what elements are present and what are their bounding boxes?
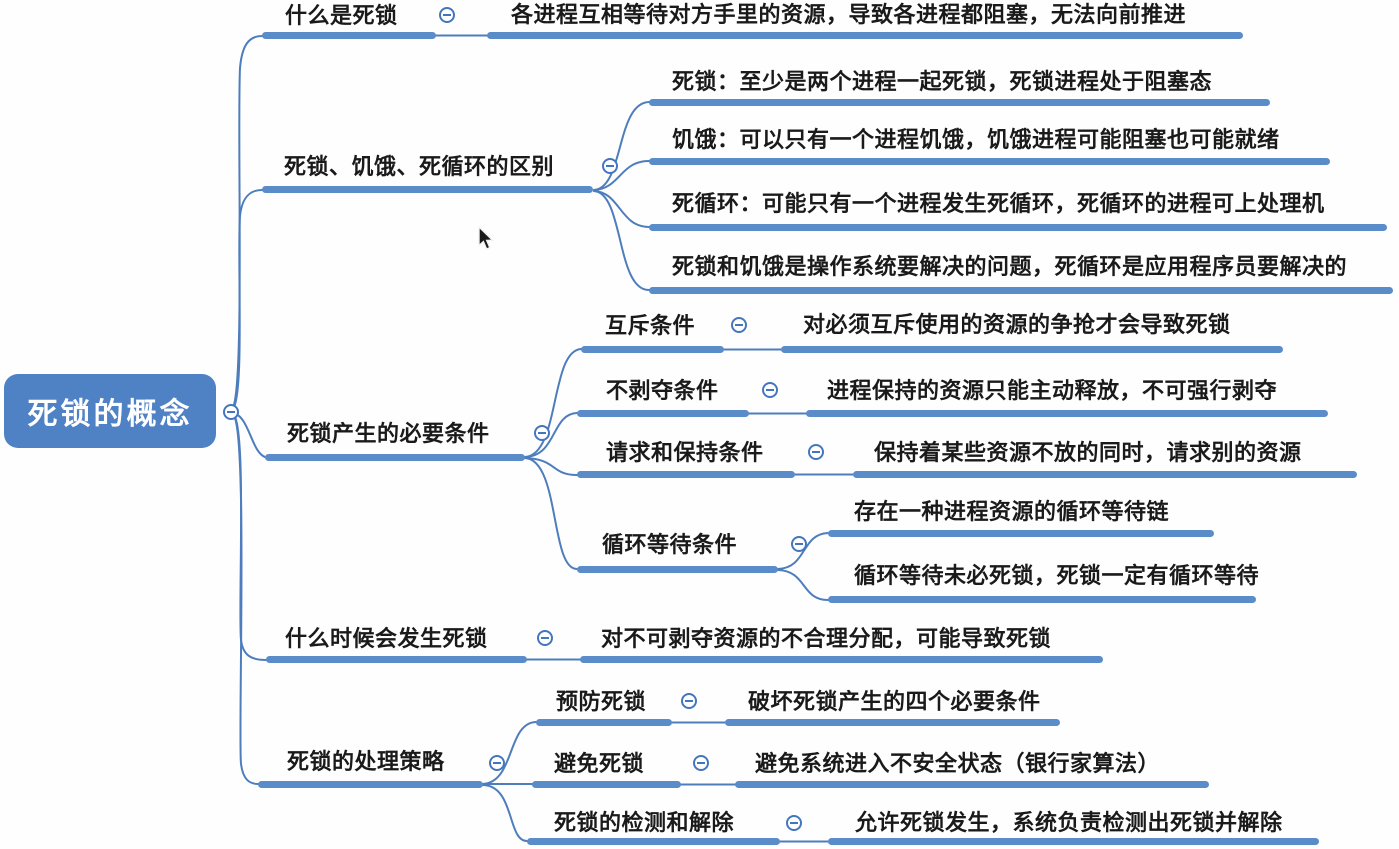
topic-underline: [527, 838, 780, 845]
desc-circular-wait-chain[interactable]: 存在一种进程资源的循环等待链: [854, 499, 1170, 524]
topic-underline: [532, 781, 681, 788]
desc-os-vs-programmer-problem[interactable]: 死锁和饥饿是操作系统要解决的问题，死循环是应用程序员要解决的: [672, 254, 1348, 279]
collapse-icon[interactable]: [808, 444, 824, 460]
root-topic-deadlock-concept[interactable]: 死锁的概念: [4, 374, 216, 448]
desc-detect-and-resolve-deadlock[interactable]: 允许死锁发生，系统负责检测出死锁并解除: [855, 810, 1283, 835]
topic-detect-and-resolve-deadlock[interactable]: 死锁的检测和解除: [554, 810, 735, 835]
branch-connector: [524, 412, 578, 458]
branch-connector: [524, 348, 582, 458]
minus-dash: [790, 822, 798, 824]
branch-connector: [524, 457, 578, 476]
branch-connector: [593, 101, 650, 191]
topic-underline: [258, 781, 483, 788]
minus-dash: [812, 451, 820, 453]
topic-when-deadlock-happens[interactable]: 什么时候会发生死锁: [285, 626, 488, 651]
topic-underline: [577, 410, 749, 417]
collapse-icon[interactable]: [731, 317, 747, 333]
topic-underline: [828, 596, 1256, 603]
topic-underline: [487, 32, 1243, 39]
topic-no-preemption-condition[interactable]: 不剥夺条件: [606, 378, 719, 403]
collapse-icon[interactable]: [693, 755, 709, 771]
desc-starvation-definition[interactable]: 饥饿：可以只有一个进程饥饿，饥饿进程可能阻塞也可能就绪: [672, 127, 1280, 152]
desc-prevent-deadlock[interactable]: 破坏死锁产生的四个必要条件: [748, 689, 1041, 714]
desc-when-deadlock-happens[interactable]: 对不可剥夺资源的不合理分配，可能导致死锁: [601, 626, 1052, 651]
topic-underline: [581, 346, 724, 353]
collapse-icon[interactable]: [762, 382, 778, 398]
topic-underline: [806, 410, 1328, 417]
topic-underline: [828, 530, 1214, 537]
desc-what-is-deadlock[interactable]: 各进程互相等待对方手里的资源，导致各进程都阻塞，无法向前推进: [511, 2, 1187, 27]
topic-underline: [580, 656, 1103, 663]
topic-hold-and-wait-condition[interactable]: 请求和保持条件: [606, 440, 764, 465]
minus-dash: [538, 432, 546, 434]
topic-difference-deadlock-starvation-loop[interactable]: 死锁、饥饿、死循环的区别: [284, 154, 555, 179]
topic-handling-strategies[interactable]: 死锁的处理策略: [287, 749, 445, 774]
collapse-icon[interactable]: [439, 7, 455, 23]
topic-underline: [536, 719, 672, 726]
minus-dash: [541, 637, 549, 639]
desc-deadlock-definition[interactable]: 死锁：至少是两个进程一起死锁，死锁进程处于阻塞态: [672, 69, 1213, 94]
branch-connector: [777, 532, 829, 570]
minus-dash: [227, 411, 235, 413]
collapse-icon[interactable]: [791, 536, 807, 552]
desc-infinite-loop-definition[interactable]: 死循环：可能只有一个进程发生死循环，死循环的进程可上处理机: [672, 191, 1325, 216]
branch-connector: [482, 721, 537, 785]
desc-mutual-exclusion[interactable]: 对必须互斥使用的资源的争抢才会导致死锁: [803, 312, 1231, 337]
branch-connector: [593, 160, 650, 191]
branch-connector: [231, 35, 263, 410]
branch-connector: [232, 414, 259, 785]
collapse-icon[interactable]: [681, 693, 697, 709]
topic-underline: [577, 566, 778, 573]
branch-connector: [777, 569, 829, 601]
topic-underline: [649, 158, 1330, 165]
topic-underline: [725, 719, 1060, 726]
branch-connector: [231, 189, 263, 411]
minus-dash: [795, 543, 803, 545]
topic-underline: [266, 656, 527, 663]
branch-connector: [524, 457, 578, 570]
topic-circular-wait-condition[interactable]: 循环等待条件: [602, 532, 738, 557]
desc-hold-and-wait[interactable]: 保持着某些资源不放的同时，请求别的资源: [874, 440, 1302, 465]
mouse-cursor: [478, 226, 495, 250]
topic-prevent-deadlock[interactable]: 预防死锁: [556, 689, 647, 714]
topic-avoid-deadlock[interactable]: 避免死锁: [554, 751, 645, 776]
topic-what-is-deadlock[interactable]: 什么是死锁: [285, 3, 398, 28]
minus-dash: [685, 700, 693, 702]
topic-underline: [262, 32, 436, 39]
collapse-icon[interactable]: [537, 630, 553, 646]
minus-dash: [493, 762, 501, 764]
branch-connector: [482, 784, 528, 842]
collapse-icon[interactable]: [489, 755, 505, 771]
collapse-icon[interactable]: [534, 425, 550, 441]
branch-connector: [593, 190, 650, 291]
branch-connector: [232, 413, 267, 661]
minus-dash: [697, 762, 705, 764]
desc-no-preemption[interactable]: 进程保持的资源只能主动释放，不可强行剥夺: [827, 378, 1278, 403]
topic-mutual-exclusion-condition[interactable]: 互斥条件: [605, 313, 696, 338]
topic-underline: [649, 287, 1393, 294]
topic-underline: [853, 471, 1357, 478]
topic-necessary-conditions[interactable]: 死锁产生的必要条件: [287, 421, 490, 446]
branch-connector: [593, 190, 650, 228]
collapse-icon[interactable]: [786, 815, 802, 831]
topic-underline: [649, 224, 1387, 231]
minus-dash: [606, 165, 614, 167]
collapse-icon[interactable]: [223, 404, 239, 420]
topic-underline: [577, 471, 795, 478]
desc-circular-wait-not-always-deadlock[interactable]: 循环等待未必死锁，死锁一定有循环等待: [854, 563, 1260, 588]
topic-underline: [262, 186, 593, 193]
minus-dash: [766, 389, 774, 391]
minus-dash: [443, 14, 451, 16]
desc-avoid-deadlock[interactable]: 避免系统进入不安全状态（银行家算法）: [755, 751, 1161, 776]
topic-underline: [649, 99, 1270, 106]
minus-dash: [735, 324, 743, 326]
topic-underline: [781, 346, 1283, 353]
topic-underline: [735, 781, 1209, 788]
collapse-icon[interactable]: [602, 158, 618, 174]
topic-underline: [828, 838, 1319, 845]
topic-underline: [265, 454, 525, 461]
